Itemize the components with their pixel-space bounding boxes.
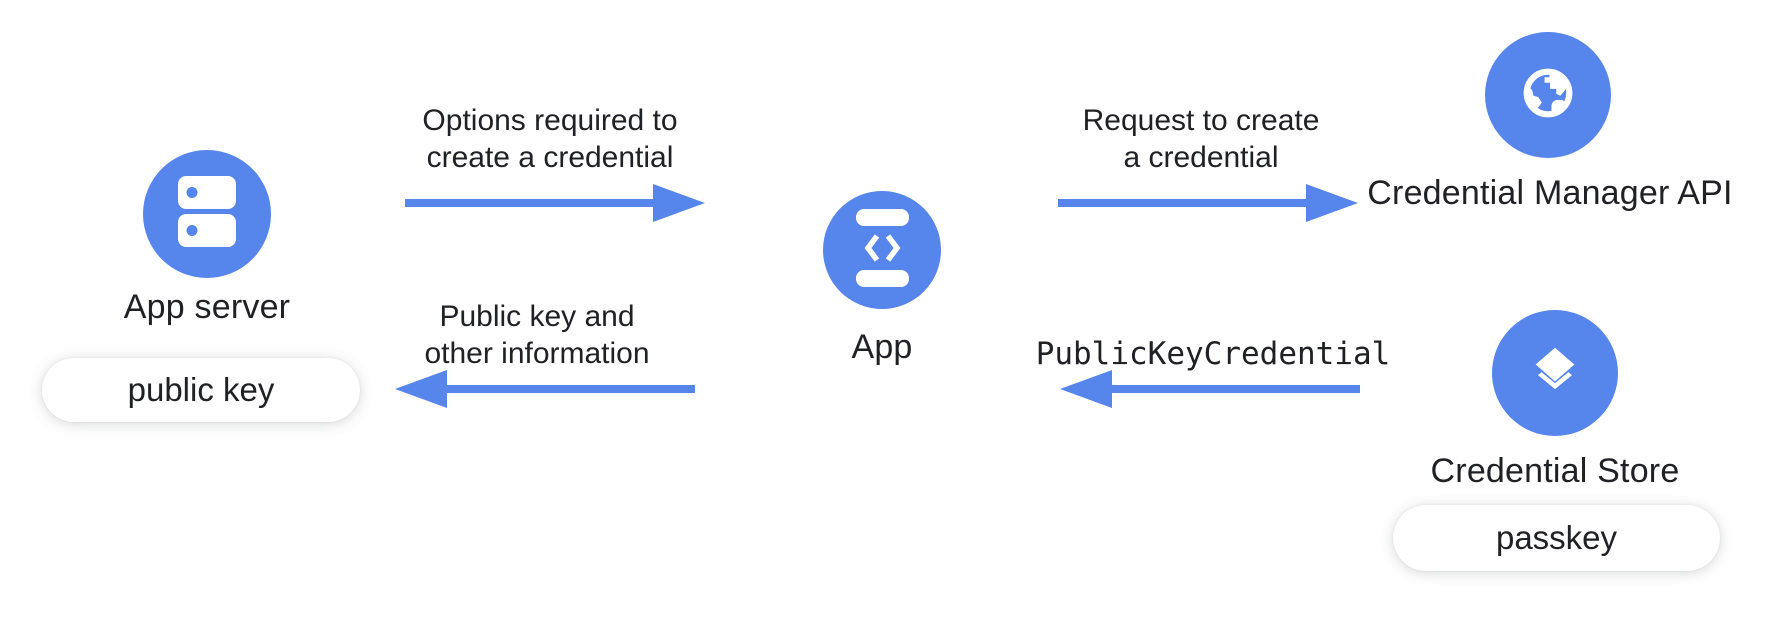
app-server-label: App server	[123, 288, 291, 326]
credential-store-label: Credential Store	[1430, 452, 1680, 490]
public-key-pill: public key	[42, 358, 360, 422]
public-key-arrow-label: Public key and other information	[367, 298, 707, 372]
credential-manager-node	[1485, 32, 1611, 158]
options-right-arrow	[405, 184, 705, 222]
public-key-left-arrow	[395, 370, 695, 408]
credential-manager-label-line2: Manager API	[1533, 174, 1733, 212]
layers-icon	[1524, 340, 1586, 407]
request-right-arrow	[1058, 184, 1358, 222]
globe-icon	[1515, 60, 1581, 131]
options-arrow-label-line2: create a credential	[426, 141, 674, 174]
request-arrow-label-line1: Request to create	[1082, 104, 1320, 137]
publickeycredential-label-line1: PublicKeyCredential	[1035, 336, 1391, 372]
server-icon	[178, 175, 236, 253]
options-arrow-label-line1: Options required to	[422, 104, 678, 137]
app-server-node	[143, 150, 271, 278]
request-arrow-label: Request to create a credential	[1031, 102, 1371, 176]
app-node	[823, 191, 941, 309]
publickeycredential-left-arrow	[1060, 370, 1360, 408]
passkey-pill: passkey	[1393, 505, 1720, 571]
request-arrow-label-line2: a credential	[1123, 141, 1279, 174]
public-key-arrow-label-line1: Public key and	[439, 300, 635, 333]
app-label: App	[851, 328, 913, 366]
options-arrow-label: Options required to create a credential	[380, 102, 720, 176]
publickeycredential-label: PublicKeyCredential	[1023, 336, 1403, 373]
credential-manager-label-line1: Credential	[1367, 174, 1525, 212]
credential-store-node	[1492, 310, 1618, 436]
credential-manager-label: Credential Manager API	[1350, 173, 1750, 213]
public-key-arrow-label-line2: other information	[424, 337, 650, 370]
passkey-pill-label: passkey	[1495, 519, 1618, 556]
public-key-pill-label: public key	[127, 371, 275, 408]
phone-code-icon	[855, 208, 909, 292]
